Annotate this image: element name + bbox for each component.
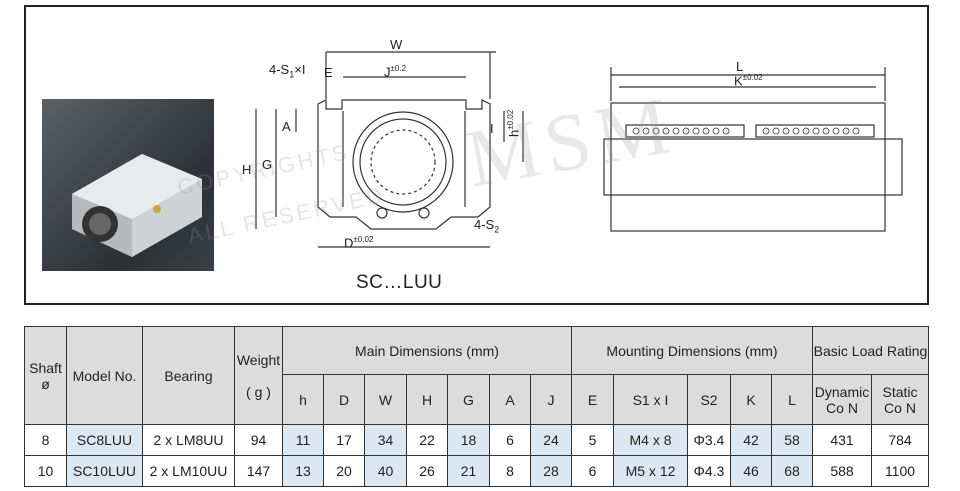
- cell-K: 42: [730, 424, 772, 456]
- cell-weight: 147: [234, 455, 283, 487]
- cell-S1xI: M5 x 12: [613, 455, 688, 487]
- cell-E: 6: [571, 455, 614, 487]
- cell-weight: 94: [234, 424, 283, 456]
- cell-G: 18: [447, 424, 490, 456]
- cell-J: 28: [530, 455, 572, 487]
- cell-S2: Φ4.3: [687, 455, 731, 487]
- sub-K: K: [730, 374, 772, 425]
- header-weight: Weight( g ): [234, 326, 283, 425]
- cell-model: SC8LUU: [66, 424, 143, 456]
- sub-G: G: [447, 374, 490, 425]
- cell-W: 40: [364, 455, 407, 487]
- cell-H: 22: [406, 424, 448, 456]
- cell-h: 13: [282, 455, 324, 487]
- cell-D: 20: [323, 455, 365, 487]
- header-mounting-dimensions: Mounting Dimensions (mm): [571, 326, 813, 375]
- cell-K: 46: [730, 455, 772, 487]
- sub-D: D: [323, 374, 365, 425]
- drawing-lines: [255, 51, 903, 248]
- cell-L: 58: [771, 424, 813, 456]
- cell-W: 34: [364, 424, 407, 456]
- dim-J: J±0.2: [384, 64, 407, 80]
- cell-shaft: 10: [24, 455, 67, 487]
- cell-D: 17: [323, 424, 365, 456]
- dim-K: K±0.02: [734, 73, 763, 89]
- dim-H: H: [242, 162, 252, 177]
- cell-dynamic: 588: [812, 455, 872, 487]
- cell-bearing: 2 x LM8UU: [142, 424, 235, 456]
- cell-bearing: 2 x LM10UU: [142, 455, 235, 487]
- dim-D: D±0.02: [344, 235, 374, 251]
- cell-h: 11: [282, 424, 324, 456]
- cell-static: 784: [871, 424, 929, 456]
- sub-A: A: [489, 374, 531, 425]
- dim-G: G: [262, 157, 273, 172]
- cell-A: 8: [489, 455, 531, 487]
- sub-h: h: [282, 374, 324, 425]
- product-photo-image: [72, 154, 202, 257]
- product-photo: [42, 99, 214, 271]
- cell-S1xI: M4 x 8: [613, 424, 688, 456]
- sub-S1xI: S1 x I: [613, 374, 688, 425]
- cell-model: SC10LUU: [66, 455, 143, 487]
- series-label: SC…LUU: [356, 272, 443, 293]
- dim-W: W: [390, 37, 403, 52]
- dim-E: E: [324, 65, 333, 80]
- cell-L: 68: [771, 455, 813, 487]
- sub-L: L: [771, 374, 813, 425]
- sub-S2: S2: [687, 374, 731, 425]
- cell-shaft: 8: [24, 424, 67, 456]
- cell-E: 5: [571, 424, 614, 456]
- cell-dynamic: 431: [812, 424, 872, 456]
- technical-drawing-panel: MSM COPYRIGHTS ALL RESERVED W 4-S1×I E J…: [24, 5, 929, 305]
- header-model: Model No.: [66, 326, 143, 425]
- sub-E: E: [571, 374, 614, 425]
- dim-h: h±0.02: [506, 109, 522, 137]
- header-load-rating: Basic Load Rating: [812, 326, 929, 375]
- cell-J: 24: [530, 424, 572, 456]
- dim-A: A: [282, 119, 291, 134]
- cell-G: 21: [447, 455, 490, 487]
- dim-S2: 4-S2: [474, 217, 500, 235]
- header-bearing: Bearing: [142, 326, 235, 425]
- sub-W: W: [364, 374, 407, 425]
- cell-S2: Φ3.4: [687, 424, 731, 456]
- dim-I: I: [490, 121, 494, 136]
- sub-H: H: [406, 374, 448, 425]
- header-main-dimensions: Main Dimensions (mm): [282, 326, 572, 375]
- table-row: 8 SC8LUU 2 x LM8UU 94 11 17 34 22 18 6 2…: [24, 424, 929, 456]
- cell-H: 26: [406, 455, 448, 487]
- cell-static: 1100: [871, 455, 929, 487]
- sub-J: J: [530, 374, 572, 425]
- dim-S1: 4-S1×I: [269, 62, 306, 80]
- table-row: 10 SC10LUU 2 x LM10UU 147 13 20 40 26 21…: [24, 455, 929, 487]
- cell-A: 6: [489, 424, 531, 456]
- dim-L: L: [736, 59, 744, 74]
